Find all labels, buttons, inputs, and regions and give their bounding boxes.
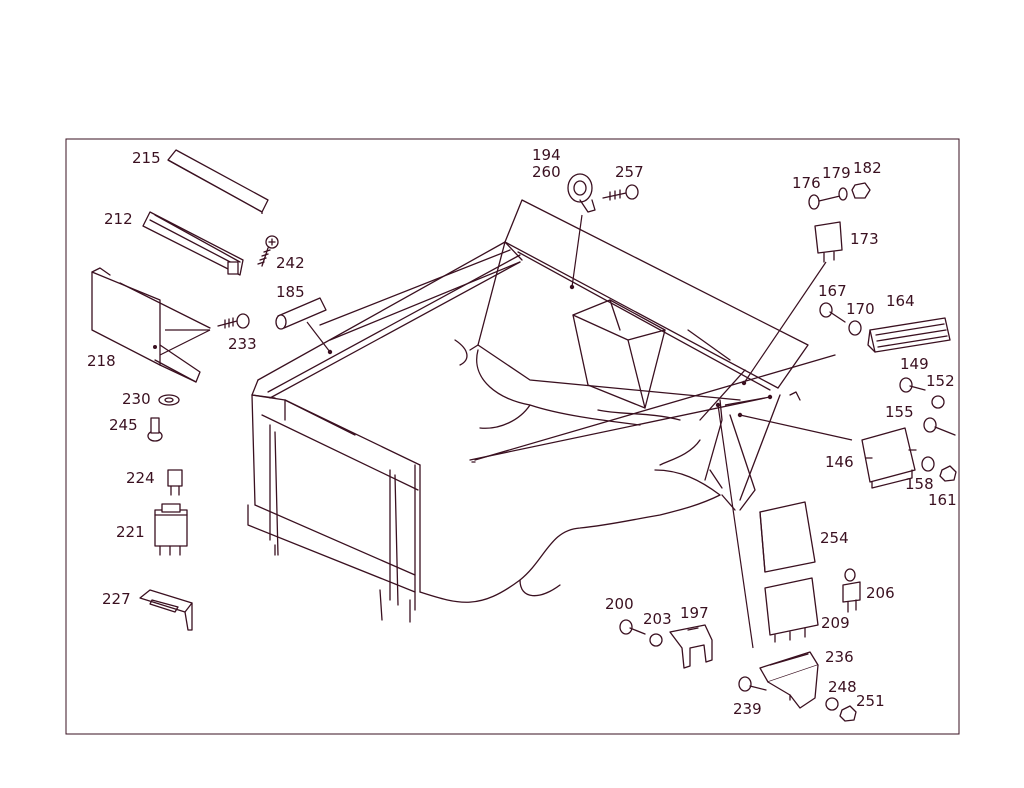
callout-200: 200 — [605, 595, 634, 613]
callout-176: 176 — [792, 174, 821, 192]
part-158-161-nuts — [921, 456, 957, 482]
part-194-260-clamp — [567, 173, 596, 213]
callout-221: 221 — [116, 523, 145, 541]
callout-206: 206 — [866, 584, 895, 602]
callout-185: 185 — [276, 283, 305, 301]
part-164-connector-block — [867, 317, 951, 353]
part-239-bolt — [738, 676, 767, 692]
callout-239: 239 — [733, 700, 762, 718]
callout-260: 260 — [532, 163, 561, 181]
leader-lines — [159, 214, 853, 649]
part-248-251-nuts — [825, 697, 857, 722]
callout-254: 254 — [820, 529, 849, 547]
callout-245: 245 — [109, 416, 138, 434]
part-245-bolt — [147, 417, 163, 442]
callout-labels: 215 212 242 218 233 185 230 245 224 221 … — [87, 146, 957, 718]
part-212-holder-strip — [142, 211, 244, 276]
callout-251: 251 — [856, 692, 885, 710]
callout-248: 248 — [828, 678, 857, 696]
part-206-relay — [842, 568, 861, 613]
callout-236: 236 — [825, 648, 854, 666]
callout-242: 242 — [276, 254, 305, 272]
part-149-152-bolt — [899, 377, 945, 409]
part-257-screw — [602, 184, 639, 201]
part-236-holder — [759, 651, 819, 709]
callout-173: 173 — [850, 230, 879, 248]
part-221-relay — [154, 503, 188, 556]
callout-152: 152 — [926, 372, 955, 390]
callout-146: 146 — [825, 453, 854, 471]
callout-203: 203 — [643, 610, 672, 628]
part-209-relay — [764, 577, 819, 643]
callout-224: 224 — [126, 469, 155, 487]
callout-197: 197 — [680, 604, 709, 622]
callout-149: 149 — [900, 355, 929, 373]
callout-209: 209 — [821, 614, 850, 632]
callout-194: 194 — [532, 146, 561, 164]
part-146-control-unit — [861, 427, 917, 489]
part-173-relay — [814, 221, 843, 263]
callout-161: 161 — [928, 491, 957, 509]
callout-218: 218 — [87, 352, 116, 370]
callout-212: 212 — [104, 210, 133, 228]
callout-227: 227 — [102, 590, 131, 608]
part-167-170-bolt — [819, 302, 862, 336]
callout-182: 182 — [853, 159, 882, 177]
part-155-bolt — [923, 417, 956, 436]
part-176-179-182-bolt-set — [808, 182, 871, 210]
callout-215: 215 — [132, 149, 161, 167]
part-200-203-bolt — [619, 619, 663, 647]
callout-158: 158 — [905, 475, 934, 493]
callout-257: 257 — [615, 163, 644, 181]
callout-230: 230 — [122, 390, 151, 408]
part-230-washer — [158, 394, 180, 406]
callout-179: 179 — [822, 164, 851, 182]
engine-compartment-body — [247, 199, 836, 623]
part-197-bracket — [669, 624, 713, 669]
callout-155: 155 — [885, 403, 914, 421]
callout-233: 233 — [228, 335, 257, 353]
callout-164: 164 — [886, 292, 915, 310]
part-242-screw — [257, 235, 279, 267]
part-254-module — [759, 501, 816, 573]
diagram-border — [65, 138, 960, 735]
callout-167: 167 — [818, 282, 847, 300]
part-224-small-relay — [167, 469, 183, 496]
callout-170: 170 — [846, 300, 875, 318]
part-218-bracket-panel — [91, 267, 211, 383]
part-215-cover-strip — [167, 149, 269, 214]
part-227-holder — [139, 589, 193, 631]
part-233-screw — [217, 313, 250, 329]
part-185-tube — [275, 297, 327, 330]
